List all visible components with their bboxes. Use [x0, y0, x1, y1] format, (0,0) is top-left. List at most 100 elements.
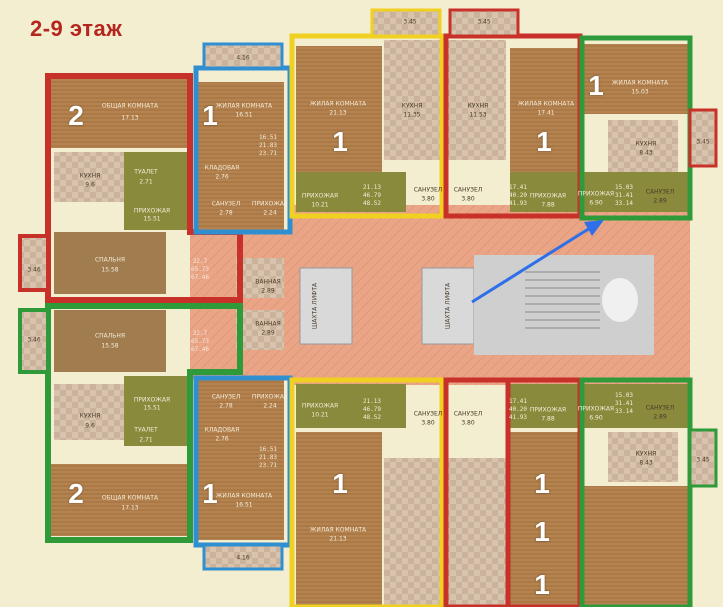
balcony-left-upper: [18, 234, 50, 292]
room-count-e-upper: 1: [588, 70, 604, 101]
room-area: 2.71: [139, 178, 153, 186]
room-name: ПРИХОЖАЯ: [529, 406, 567, 414]
room-area: 15.58: [101, 342, 119, 350]
arrow-line: [471, 226, 591, 304]
apartment-totals: 15.03 31.41 33.14: [614, 392, 634, 415]
apartment-totals: 16.51 21.83 23.71: [258, 446, 278, 469]
living-e-upper: [584, 44, 688, 114]
room-area: 2.24: [263, 209, 277, 217]
balcony-area: 3.45: [403, 18, 417, 26]
apt-c-lower-border: [443, 377, 583, 607]
room-area: 11.53: [469, 111, 487, 119]
room-count-b-lower: 1: [332, 468, 348, 499]
room-count-lower-3: 1: [534, 569, 550, 600]
room-name: ВАННАЯ: [255, 278, 281, 286]
room-area: 10.21: [311, 411, 329, 419]
apartment-totals: 21.13 46.79 48.52: [362, 184, 382, 207]
page-title: 2-9 этаж: [30, 16, 123, 41]
room-area: 2.78: [219, 209, 233, 217]
kitchen-e-lower: [608, 432, 678, 482]
room-name: ВАННАЯ: [255, 320, 281, 328]
room-area: 15.51: [143, 404, 161, 412]
living-d-lower: [510, 432, 582, 607]
balcony-e-upper: [688, 108, 718, 168]
room-name: ПРИХОЖАЯ: [577, 405, 615, 413]
stair-landing: [602, 278, 638, 322]
room-count-d-upper: 1: [536, 126, 552, 157]
apartment-totals: 17.41 40.20 41.93: [508, 398, 528, 421]
room-area: 9.6: [85, 422, 95, 430]
apartment-totals: 21.13 46.79 48.52: [362, 398, 382, 421]
room-area: 2.89: [653, 413, 667, 421]
room-name: САНУЗЕЛ: [453, 410, 483, 418]
room-name: СПАЛЬНЯ: [94, 256, 126, 264]
room-name: ОБЩАЯ КОМНАТА: [101, 102, 159, 110]
room-name: ПРИХОЖАЯ: [133, 207, 171, 215]
bedroom-left-lower: [54, 310, 166, 372]
living-a-upper: [196, 82, 284, 232]
big-room-left-upper: [48, 78, 188, 148]
apartment-totals: 16.51 21.83 23.71: [258, 134, 278, 157]
room-count-left-upper: 2: [68, 100, 84, 131]
room-name: САНУЗЕЛ: [453, 186, 483, 194]
room-area: 17.13: [121, 504, 139, 512]
room-name: САНУЗЕЛ: [413, 186, 443, 194]
room-name: КЛАДОВАЯ: [204, 164, 240, 172]
living-d-upper: [510, 48, 582, 172]
room-name: КУХНЯ: [79, 412, 101, 420]
room-area: 2.24: [263, 402, 277, 410]
room-area: 17.41: [537, 109, 555, 117]
room-count-b-upper: 1: [332, 126, 348, 157]
room-area: 2.76: [215, 173, 229, 181]
apt-b-lower-border: [289, 377, 445, 607]
room-area: 6.90: [589, 199, 603, 207]
room-name: ПРИХОЖАЯ: [301, 192, 339, 200]
room-count-a-upper: 1: [202, 100, 218, 131]
bath-left-upper: [236, 258, 284, 298]
balcony-e-lower: [688, 428, 718, 488]
room-name: СПАЛЬНЯ: [94, 332, 126, 340]
room-name: ЖИЛАЯ КОМНАТА: [517, 100, 575, 108]
room-area: 21.13: [329, 535, 347, 543]
bath-left-lower: [236, 310, 284, 350]
balcony-area: 4.16: [236, 554, 250, 562]
apt-e-upper-border: [579, 35, 693, 221]
kitchen-c-upper: [448, 40, 506, 160]
room-name: ПРИХОЖАЯ: [577, 190, 615, 198]
room-area: 3.80: [461, 419, 475, 427]
room-name: КУХНЯ: [635, 450, 657, 458]
kitchen-e-upper: [608, 120, 678, 172]
room-name: ЖИЛАЯ КОМНАТА: [611, 79, 669, 87]
room-area: 9.6: [85, 181, 95, 189]
room-name: ЖИЛАЯ КОМНАТА: [215, 102, 273, 110]
room-area: 21.13: [329, 109, 347, 117]
room-count-lower-1: 1: [534, 468, 550, 499]
room-name: ПРИХОЖАЯ: [133, 396, 171, 404]
living-a-lower: [196, 380, 284, 540]
room-name: ТУАЛЕТ: [134, 426, 158, 434]
hall-d-lower: [510, 384, 580, 428]
apartment-totals: 32.7 65.73 67.46: [190, 258, 210, 281]
room-area: 10.21: [311, 201, 329, 209]
elevator-shaft-right: [421, 267, 475, 345]
room-area: 2.71: [139, 436, 153, 444]
room-area: 2.76: [215, 435, 229, 443]
room-name: ПРИХОЖАЯ: [529, 192, 567, 200]
room-area: 15.58: [101, 266, 119, 274]
room-count-lower-2: 1: [534, 516, 550, 547]
room-name: КУХНЯ: [401, 102, 423, 110]
room-area: 7.88: [541, 415, 555, 423]
room-area: 11.35: [403, 111, 421, 119]
room-name: САНУЗЕЛ: [645, 404, 675, 412]
apartment-totals: 32.7 65.73 67.46: [190, 330, 210, 353]
hall-d-upper: [510, 172, 580, 212]
balcony-c: [448, 8, 520, 38]
room-name: ТУАЛЕТ: [134, 168, 158, 176]
room-area: 2.78: [219, 402, 233, 410]
room-area: 3.80: [421, 195, 435, 203]
room-name: ПРИХОЖАЯ: [251, 393, 289, 401]
kitchen-left-upper: [54, 152, 124, 202]
apt-e-lower-border: [579, 377, 693, 607]
big-room-left-lower: [48, 464, 188, 536]
room-area: 15.51: [143, 215, 161, 223]
